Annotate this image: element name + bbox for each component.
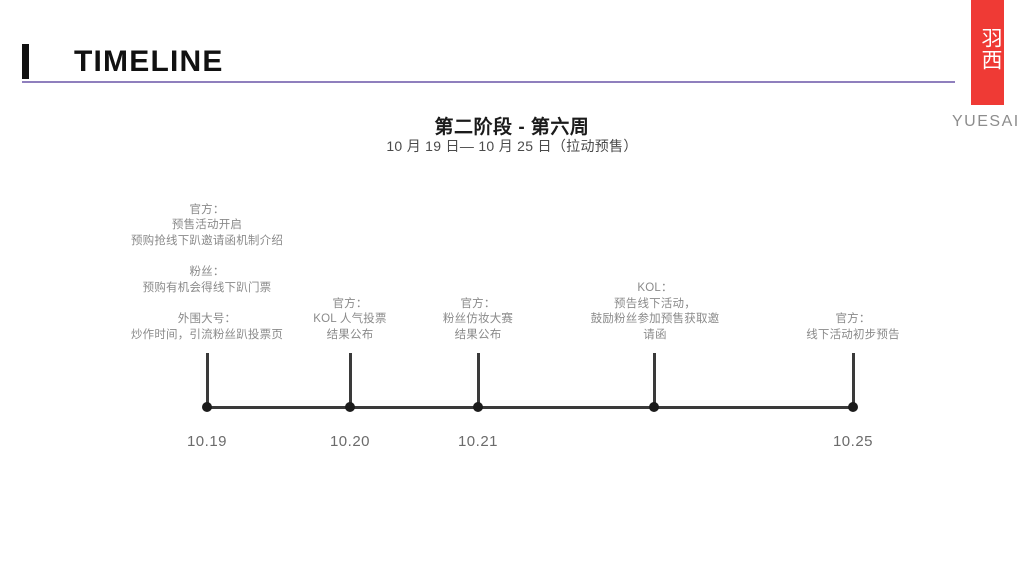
annotation-line: 线下活动初步预告 bbox=[806, 328, 900, 341]
yuesai-logo-icon: 羽西 bbox=[971, 0, 1004, 105]
brand-mark-glyphs: 羽西 bbox=[979, 27, 1003, 71]
timeline-node-dot[interactable] bbox=[473, 402, 483, 412]
annotation-line: 预购有机会得线下趴门票 bbox=[142, 281, 272, 294]
timeline-node-stem bbox=[205, 353, 209, 406]
annotation-block: KOL： 预告线下活动， 鼓励粉丝参加预售获取邀请函 bbox=[589, 281, 721, 343]
brand-wordmark: YUESAI bbox=[952, 113, 1020, 130]
timeline-node-stem bbox=[851, 353, 855, 406]
timeline-axis bbox=[207, 406, 854, 409]
annotation-line: 预售活动开启 bbox=[171, 219, 243, 231]
title-accent-bar bbox=[22, 44, 29, 79]
timeline-node-annotation: 官方：预售活动开启预购抢线下趴邀请函机制介绍粉丝：预购有机会得线下趴门票外围大号… bbox=[107, 203, 307, 344]
annotation-lead: 外围大号： bbox=[177, 313, 237, 325]
timeline-date-label: 10.21 bbox=[457, 433, 499, 450]
slide-heading: 第二阶段 - 第六周 bbox=[434, 117, 590, 138]
timeline-date-label: 10.20 bbox=[329, 433, 371, 450]
annotation-block: 官方： KOL 人气投票结果公布 bbox=[290, 297, 410, 344]
annotation-line: 炒作时间，引流粉丝趴投票页 bbox=[130, 328, 284, 341]
annotation-block: 官方： 粉丝仿妆大赛结果公布 bbox=[418, 297, 538, 344]
slide-subheading: 10 月 19 日— 10 月 25 日（拉动预售） bbox=[386, 138, 638, 154]
slide-header: TIMELINE bbox=[0, 0, 1024, 92]
annotation-lead: 官方： bbox=[189, 203, 225, 216]
annotation-lead: 官方： bbox=[460, 297, 496, 310]
brand-logo: 羽西 bbox=[971, 0, 1004, 105]
annotation-line: 粉丝仿妆大赛 bbox=[442, 313, 514, 325]
timeline-node-annotation: 官方： 线下活动初步预告 bbox=[783, 312, 923, 343]
annotation-lead: 粉丝： bbox=[189, 266, 225, 278]
annotation-line: KOL 人气投票 bbox=[313, 313, 387, 325]
timeline-date-label: 10.19 bbox=[186, 433, 228, 450]
annotation-lead: KOL： bbox=[637, 282, 673, 294]
timeline-node-annotation: 官方： 粉丝仿妆大赛结果公布 bbox=[418, 297, 538, 344]
annotation-line: 结果公布 bbox=[326, 328, 374, 341]
timeline-node-stem bbox=[348, 353, 352, 406]
annotation-line: 鼓励粉丝参加预售获取邀请函 bbox=[590, 313, 720, 341]
timeline-node-stem bbox=[652, 353, 656, 406]
timeline-node-annotation: 官方： KOL 人气投票结果公布 bbox=[290, 297, 410, 344]
page-title: TIMELINE bbox=[74, 45, 224, 78]
timeline-date-label: 10.25 bbox=[832, 433, 874, 450]
annotation-block: 官方： 预售活动开启预购抢线下趴邀请函机制介绍 bbox=[107, 203, 307, 250]
timeline-node-dot[interactable] bbox=[345, 402, 355, 412]
annotation-lead: 官方： bbox=[835, 313, 871, 325]
annotation-line: 结果公布 bbox=[454, 328, 502, 341]
annotation-block: 粉丝： 预购有机会得线下趴门票 bbox=[107, 265, 307, 296]
timeline-node-annotation: KOL： 预告线下活动， 鼓励粉丝参加预售获取邀请函 bbox=[589, 281, 721, 343]
timeline-node-dot[interactable] bbox=[848, 402, 858, 412]
timeline-node-dot[interactable] bbox=[202, 402, 212, 412]
annotation-block: 外围大号： 炒作时间，引流粉丝趴投票页 bbox=[107, 312, 307, 343]
annotation-lead: 官方： bbox=[332, 297, 368, 310]
annotation-block: 官方： 线下活动初步预告 bbox=[783, 312, 923, 343]
timeline-node-dot[interactable] bbox=[649, 402, 659, 412]
annotation-line: 预购抢线下趴邀请函机制介绍 bbox=[130, 234, 284, 247]
annotation-line: 预告线下活动， bbox=[614, 297, 696, 310]
timeline-node-stem bbox=[476, 353, 480, 406]
header-divider bbox=[22, 81, 955, 83]
